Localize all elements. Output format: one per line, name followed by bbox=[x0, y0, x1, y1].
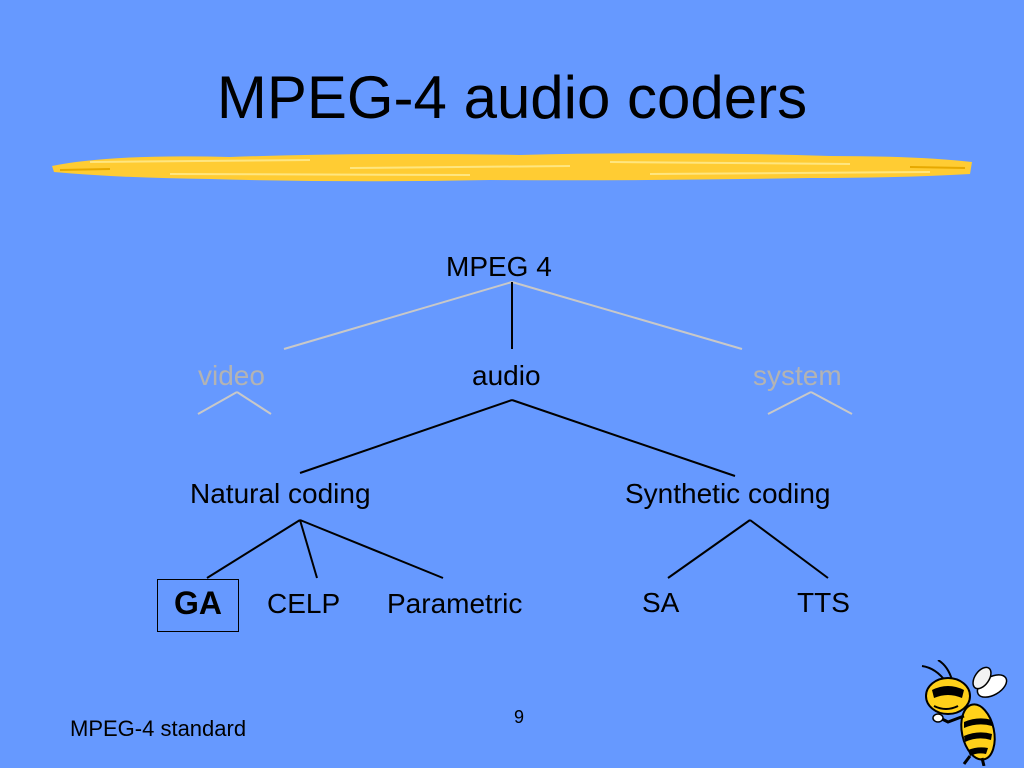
connector-video-left bbox=[197, 391, 238, 415]
connector-natural-celp bbox=[299, 519, 318, 579]
node-natural-coding: Natural coding bbox=[190, 478, 371, 509]
node-video: video bbox=[198, 360, 265, 391]
node-ga-highlighted: GA bbox=[157, 579, 239, 632]
connector-natural-ga bbox=[206, 519, 301, 579]
footer-label: MPEG-4 standard bbox=[70, 716, 247, 741]
connector-synthetic-sa bbox=[667, 519, 751, 579]
node-tts: TTS bbox=[797, 587, 850, 618]
connector-audio-synthetic bbox=[511, 399, 736, 477]
page-number: 9 bbox=[514, 707, 525, 727]
node-celp: CELP bbox=[267, 588, 341, 619]
node-synthetic-coding: Synthetic coding bbox=[625, 478, 831, 509]
connector-video-right bbox=[236, 391, 272, 415]
connector-synthetic-tts bbox=[749, 519, 829, 579]
node-sa: SA bbox=[642, 587, 680, 618]
slide-title: MPEG-4 audio coders bbox=[216, 64, 808, 131]
node-audio: audio bbox=[472, 360, 541, 391]
connector-system-left bbox=[767, 391, 812, 415]
title-underline-brushstroke bbox=[52, 153, 972, 182]
node-mpeg4-root: MPEG 4 bbox=[446, 251, 552, 282]
node-parametric: Parametric bbox=[387, 588, 523, 619]
node-system: system bbox=[753, 360, 842, 391]
connector-natural-parametric bbox=[299, 519, 444, 579]
yellow-jacket-bee-icon bbox=[921, 660, 1008, 766]
connector-audio-natural bbox=[299, 399, 513, 474]
connector-root-video bbox=[283, 281, 513, 350]
connector-root-system bbox=[511, 281, 743, 350]
connector-system-right bbox=[810, 391, 853, 415]
